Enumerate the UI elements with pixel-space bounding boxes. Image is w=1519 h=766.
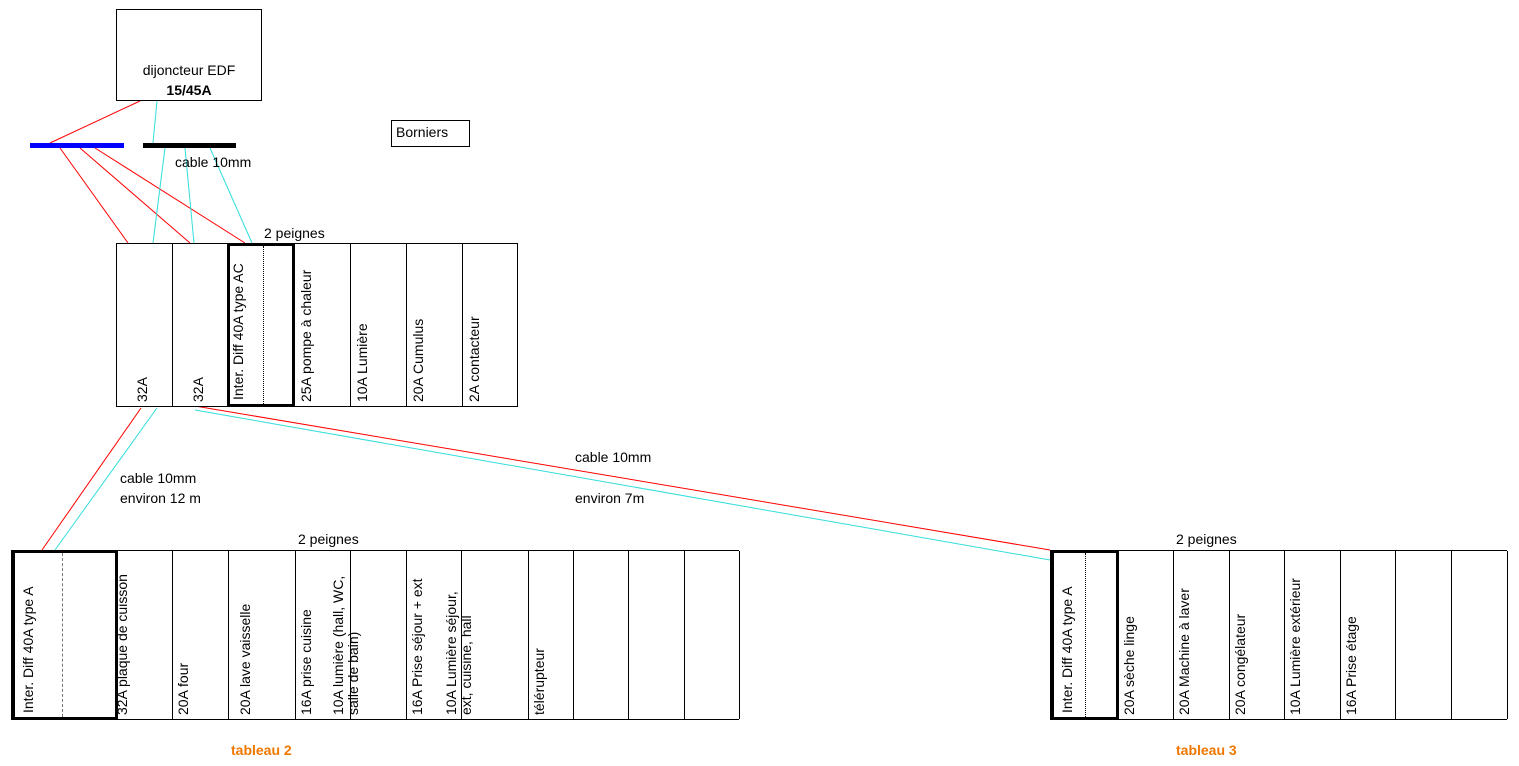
module-label: télérupteur xyxy=(531,648,547,715)
module-label: 20A congélateur xyxy=(1232,613,1248,715)
module-label: 20A Cumulus xyxy=(410,318,426,402)
tableau2-name: tableau 2 xyxy=(231,742,292,758)
cable-upper-label: cable 10mm xyxy=(175,154,252,170)
module-label: 16A prise cuisine xyxy=(298,609,314,715)
diff-divider xyxy=(263,246,264,404)
phase-bus-bar xyxy=(30,143,124,148)
tableau1-module-7: 2A contacteur xyxy=(463,244,518,406)
neutral-bus-bar xyxy=(143,143,236,148)
edf-breaker-rating: 15/45A xyxy=(166,82,212,98)
tableau2-diff-switch: Inter. Diff 40A type A xyxy=(12,550,118,720)
module-label: 10A Lumière séjour, ext, cuisine, hall xyxy=(443,591,474,715)
module-label: 20A sèche linge xyxy=(1121,616,1137,715)
tableau3-module-7 xyxy=(1452,551,1508,719)
phase-wire-t1-a xyxy=(59,147,129,244)
tableau3-peignes: 2 peignes xyxy=(1176,531,1237,547)
diff-divider xyxy=(62,553,63,717)
neutral-wire-t1-c xyxy=(209,147,253,244)
diff-label: Inter. Diff 40A type AC xyxy=(230,263,246,400)
tableau3-panel: Inter. Diff 40A type A 20A sèche linge 2… xyxy=(1050,550,1508,720)
tableau1-module-5: 10A Lumière xyxy=(351,244,407,406)
module-label: 2A contacteur xyxy=(466,316,482,402)
link-right-cable: cable 10mm xyxy=(575,449,652,465)
phase-wire-t3 xyxy=(194,405,1051,551)
tableau2-panel: Inter. Diff 40A type A 32A plaque de cui… xyxy=(11,550,740,720)
phase-wire-t2 xyxy=(41,407,142,551)
tableau2-module-7: 10A Lumière séjour, ext, cuisine, hall xyxy=(443,551,529,719)
tableau3-module-4: 10A Lumière extérieur xyxy=(1285,551,1341,719)
module-label: 25A pompe à chaleur xyxy=(298,269,314,402)
module-label: 32A plaque de cuisson xyxy=(114,574,130,715)
module-label: 32A xyxy=(134,377,150,402)
module-label: 16A Prise séjour + ext xyxy=(409,578,425,715)
tableau2-module-8: télérupteur xyxy=(529,551,574,719)
link-right-length: environ 7m xyxy=(575,490,645,506)
phase-wire-t1-c xyxy=(94,147,246,244)
diff-label: Inter. Diff 40A type A xyxy=(20,586,36,713)
tableau1-module-4: 25A pompe à chaleur xyxy=(295,244,351,406)
module-label: 32A xyxy=(190,377,206,402)
neutral-wire-t1-a xyxy=(152,147,166,244)
link-left-length: environ 12 m xyxy=(120,490,201,506)
neutral-wire-edf xyxy=(152,100,158,144)
phase-wire-t1-b xyxy=(79,147,191,244)
tableau1-diff-switch: Inter. Diff 40A type AC xyxy=(227,243,295,407)
borniers-legend: Borniers xyxy=(391,120,470,147)
tableau2-module-2: 20A four xyxy=(173,551,229,719)
tableau2-module-4: 16A prise cuisine xyxy=(296,551,351,719)
tableau1-module-6: 20A Cumulus xyxy=(407,244,463,406)
neutral-wire-t3 xyxy=(194,409,1051,561)
tableau3-module-5: 16A Prise étage xyxy=(1341,551,1396,719)
module-label: 10A Lumière extérieur xyxy=(1287,578,1303,715)
tableau3-module-3: 20A congélateur xyxy=(1230,551,1285,719)
tableau3-module-6 xyxy=(1396,551,1452,719)
edf-breaker-box: dijoncteur EDF 15/45A xyxy=(116,9,262,101)
tableau3-module-1: 20A sèche linge xyxy=(1119,551,1174,719)
module-label: 20A four xyxy=(175,662,191,715)
borniers-label: Borniers xyxy=(396,124,449,140)
tableau1-module-2: 32A xyxy=(173,244,229,406)
tableau2-peignes: 2 peignes xyxy=(298,531,359,547)
neutral-wire-t1-b xyxy=(184,147,195,244)
module-label: 10A Lumière xyxy=(354,323,370,402)
tableau3-name: tableau 3 xyxy=(1176,742,1237,758)
tableau3-module-2: 20A Machine à laver xyxy=(1174,551,1230,719)
module-label: 16A Prise étage xyxy=(1343,616,1359,715)
tableau2-module-5: 10A lumière (hall, WC, salle de bain) xyxy=(330,551,407,719)
phase-wire-edf xyxy=(49,100,141,144)
diff-divider xyxy=(1085,553,1086,717)
neutral-wire-t2 xyxy=(54,407,158,551)
tableau2-module-1: 32A plaque de cuisson xyxy=(114,551,173,719)
tableau2-module-10 xyxy=(629,551,685,719)
tableau1-peignes: 2 peignes xyxy=(264,225,325,241)
tableau2-module-9 xyxy=(574,551,629,719)
module-label: 20A Machine à laver xyxy=(1176,588,1192,715)
diff-label: Inter. Diff 40A type A xyxy=(1059,586,1075,713)
tableau2-module-11 xyxy=(685,551,740,719)
tableau1-module-1: 32A xyxy=(117,244,173,406)
module-label: 10A lumière (hall, WC, salle de bain) xyxy=(330,575,361,715)
edf-breaker-title: dijoncteur EDF xyxy=(142,62,236,78)
link-left-cable: cable 10mm xyxy=(120,470,197,486)
module-label: 20A lave vaisselle xyxy=(237,603,253,715)
tableau2-module-6: 16A Prise séjour + ext xyxy=(407,551,462,719)
tableau1-panel: 32A 32A Inter. Diff 40A type AC 25A pomp… xyxy=(116,243,518,407)
tableau3-diff-switch: Inter. Diff 40A type A xyxy=(1051,550,1119,720)
tableau2-module-3: 20A lave vaisselle xyxy=(229,551,296,719)
